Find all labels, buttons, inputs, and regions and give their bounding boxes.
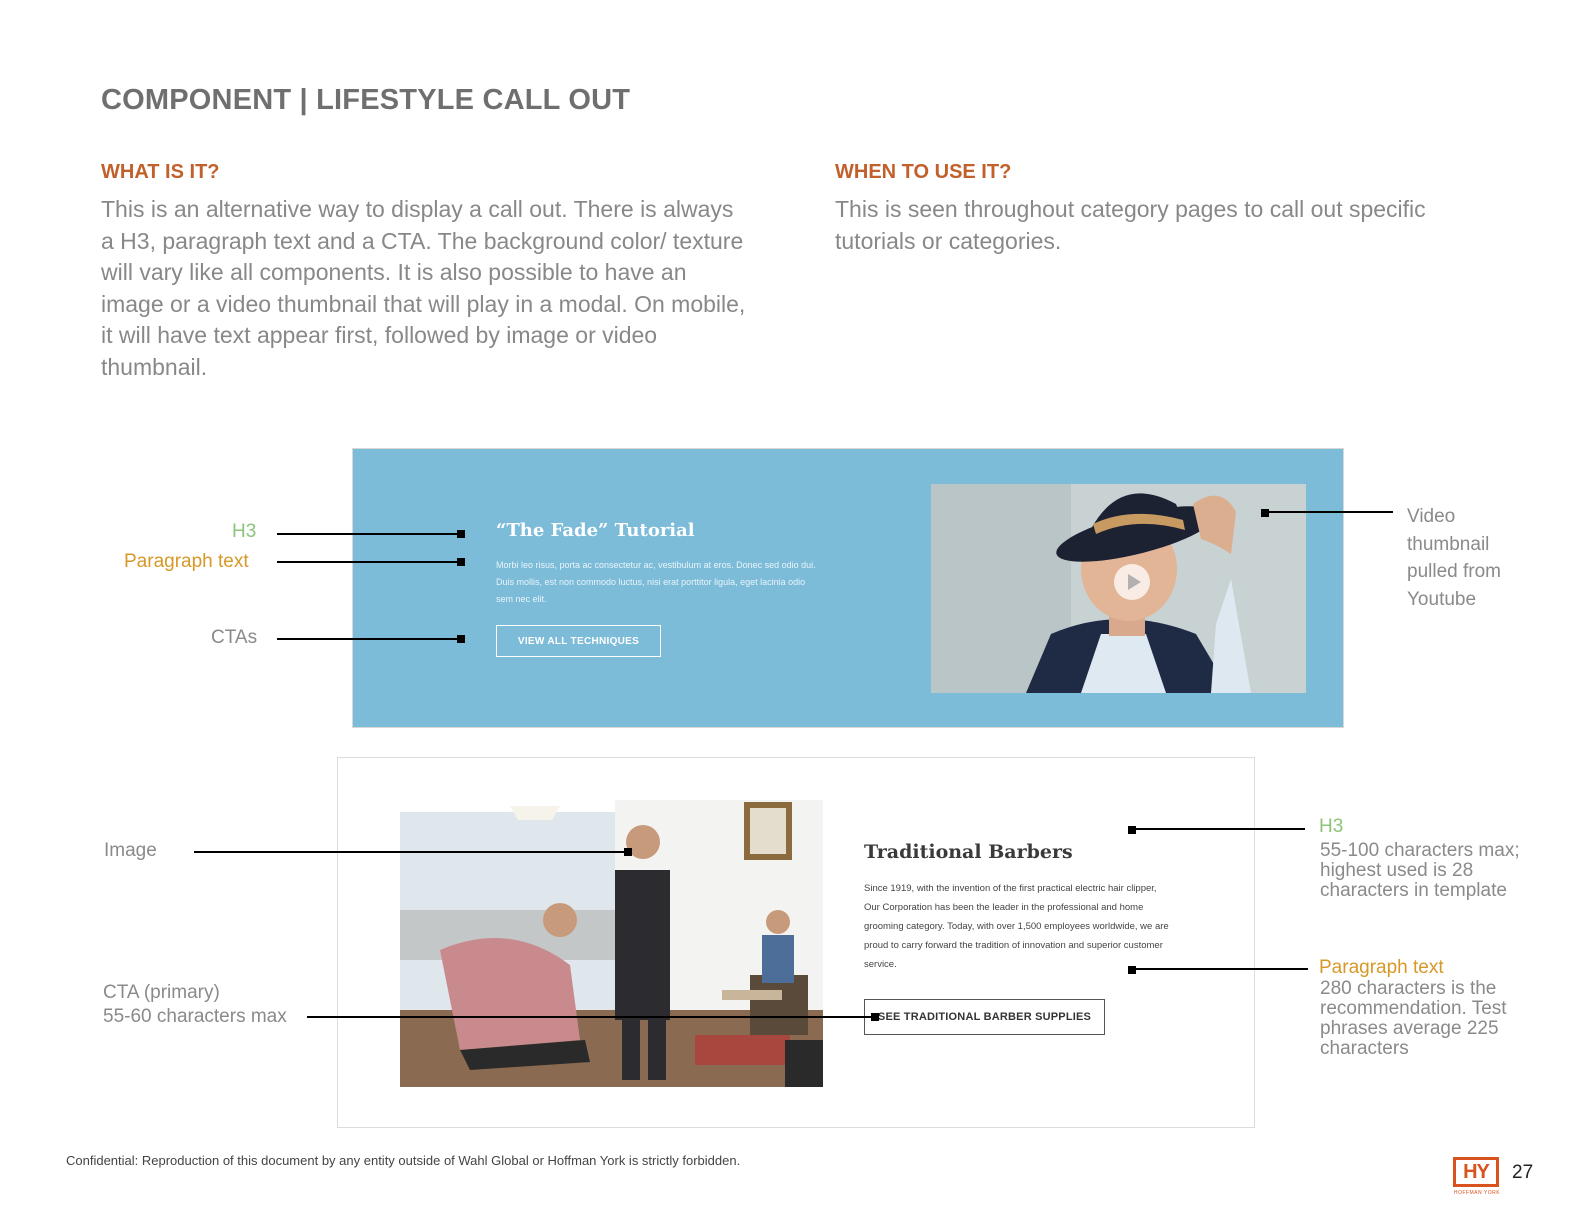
leader-line-image (194, 851, 628, 853)
leader-line-white-paragraph (1132, 968, 1308, 970)
white-callout-h3: Traditional Barbers (864, 841, 1073, 863)
annotation-image: Image (104, 840, 157, 861)
leader-line-blue-ctas (277, 638, 461, 640)
logo-mark: HY (1453, 1157, 1499, 1187)
leader-dot-white-paragraph (1128, 966, 1136, 974)
annotation-cta-primary-line: 55-60 characters max (103, 1006, 287, 1027)
video-thumbnail[interactable] (931, 484, 1306, 693)
what-is-it-body: This is an alternative way to display a … (101, 196, 746, 380)
annotation-video-line: pulled from (1407, 561, 1501, 582)
leader-line-blue-h3 (277, 533, 461, 535)
leader-dot-blue-h3 (457, 530, 465, 538)
barber-shop-image (400, 800, 823, 1087)
page-title: COMPONENT | LIFESTYLE CALL OUT (101, 84, 631, 116)
annotation-blue-ctas: CTAs (211, 627, 258, 648)
video-thumbnail-illustration (931, 484, 1306, 693)
what-is-it-heading: WHAT IS IT? (101, 161, 220, 183)
when-to-use-body: This is seen throughout category pages t… (835, 196, 1426, 254)
annotation-white-paragraph-note: 280 characters is the recommendation. Te… (1320, 978, 1507, 1059)
play-icon[interactable] (1113, 563, 1151, 601)
logo-name: HOFFMAN YORK (1453, 1190, 1501, 1196)
annotation-white-paragraph: Paragraph text (1319, 957, 1444, 978)
view-all-techniques-button[interactable]: VIEW ALL TECHNIQUES (496, 625, 661, 657)
annotation-video-line: thumbnail (1407, 533, 1490, 555)
barber-shop-illustration (400, 800, 823, 1087)
leader-dot-white-h3 (1128, 826, 1136, 834)
annotation-white-h3: H3 (1319, 816, 1344, 837)
leader-line-white-h3 (1132, 828, 1305, 830)
when-to-use-heading: WHEN TO USE IT? (835, 161, 1012, 183)
hoffman-york-logo: HY HOFFMAN YORK (1453, 1157, 1501, 1197)
page-number: 27 (1512, 1162, 1534, 1183)
leader-dot-image (624, 848, 632, 856)
leader-dot-video (1261, 509, 1269, 517)
leader-dot-blue-paragraph (457, 558, 465, 566)
leader-line-video (1265, 511, 1393, 513)
see-traditional-barber-supplies-button[interactable]: SEE TRADITIONAL BARBER SUPPLIES (864, 999, 1105, 1035)
leader-dot-cta-primary (871, 1013, 879, 1021)
leader-dot-blue-ctas (457, 635, 465, 643)
annotation-white-h3-note: 55-100 characters max; highest used is 2… (1320, 840, 1520, 901)
annotation-video-line: Youtube (1407, 588, 1477, 610)
annotation-blue-h3: H3 (232, 521, 257, 542)
blue-callout-h3: “The Fade” Tutorial (496, 520, 695, 541)
annotation-blue-paragraph: Paragraph text (124, 551, 249, 572)
white-callout-paragraph: Since 1919, with the invention of the fi… (864, 883, 1169, 970)
annotation-video-line: Video (1407, 506, 1456, 527)
blue-callout-paragraph: Morbi leo risus, porta ac consectetur ac… (496, 560, 816, 604)
annotation-cta-primary-line: CTA (primary) (103, 982, 220, 1003)
annotation-cta-primary: CTA (primary) 55-60 characters max (103, 981, 287, 1029)
confidential-footer: Confidential: Reproduction of this docum… (66, 1153, 741, 1168)
leader-line-blue-paragraph (277, 561, 461, 563)
leader-line-cta-primary (307, 1016, 875, 1018)
annotation-video: Video thumbnail pulled from Youtube (1407, 503, 1501, 613)
